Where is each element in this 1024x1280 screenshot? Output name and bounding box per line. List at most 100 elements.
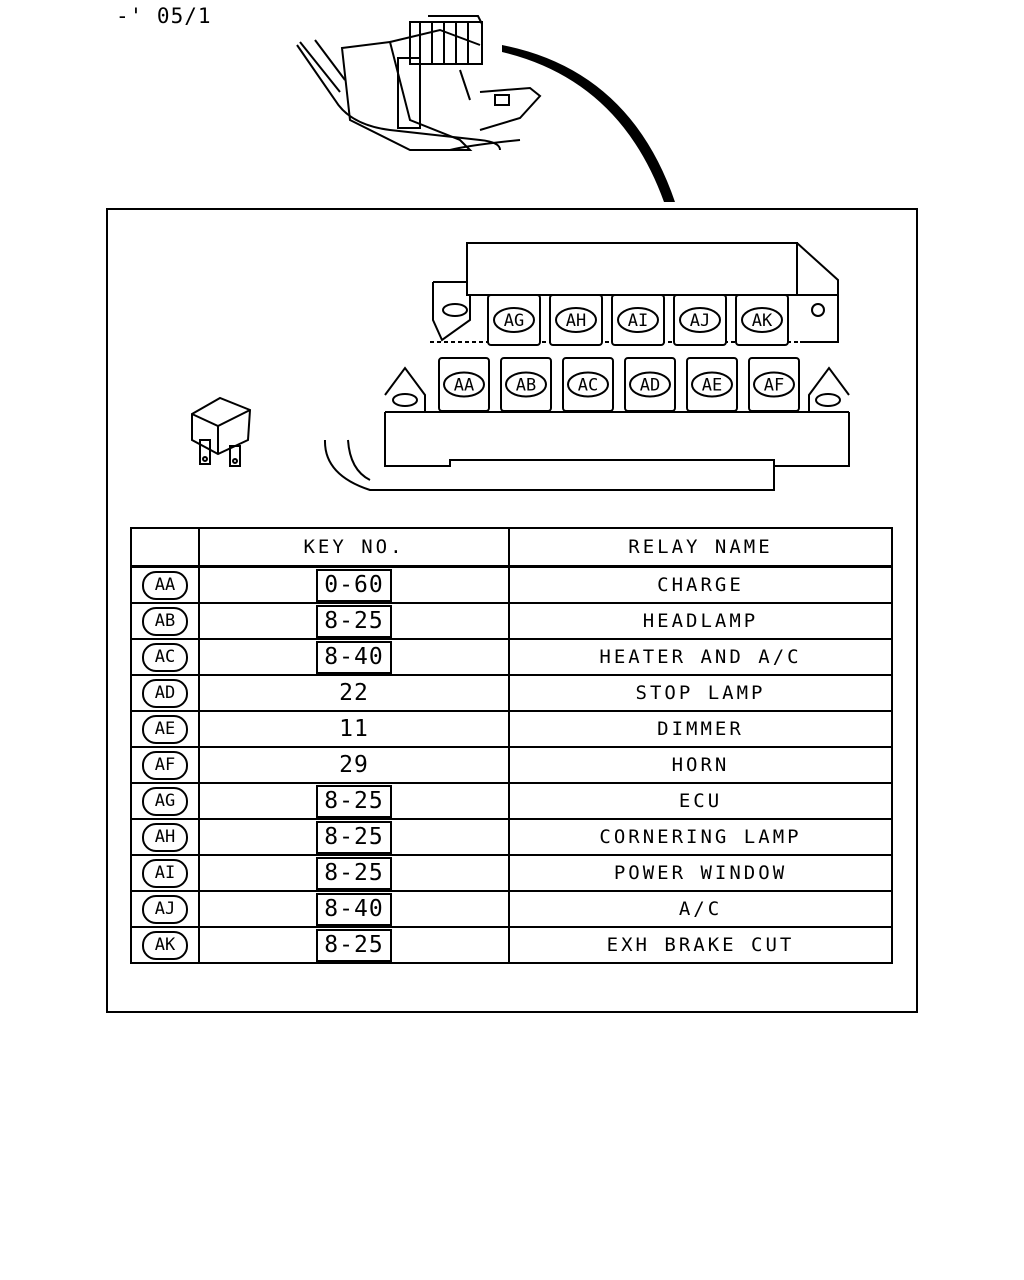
relay-slot: AD [624, 357, 676, 412]
slot-label-oval [555, 307, 597, 333]
key-no: 8-40 [316, 640, 392, 674]
relay-socket [735, 294, 789, 346]
key-no-cell: 0-60 [198, 565, 510, 604]
slot-label: AC [578, 376, 598, 396]
relay-name: POWER WINDOW [613, 862, 788, 884]
relay-id-oval: AA [142, 570, 188, 600]
row-id-cell: AG [130, 782, 200, 820]
row-id-cell: AI [130, 854, 200, 892]
relay-name-cell: CORNERING LAMP [508, 818, 893, 856]
location-sketch [296, 15, 542, 151]
row-id-cell: AF [130, 746, 200, 784]
slot-label-oval [679, 307, 721, 333]
table-row: AA 0-60 CHARGE [130, 565, 893, 604]
relay-id-oval: AD [142, 678, 188, 708]
relay-slot: AG [487, 294, 541, 346]
key-no-cell: 11 [198, 710, 510, 748]
key-no: 8-40 [316, 892, 392, 926]
key-no-cell: 8-25 [198, 602, 510, 640]
key-no-cell: 8-25 [198, 854, 510, 892]
relay-slot: AA [438, 357, 490, 412]
relay-socket [500, 357, 552, 412]
key-no: 8-25 [316, 784, 392, 818]
relay-slot: AH [549, 294, 603, 346]
relay-slot: AF [748, 357, 800, 412]
relay-id-oval: AB [142, 606, 188, 636]
slot-label: AB [516, 376, 536, 396]
row-id-cell: AK [130, 926, 200, 964]
slot-label: AJ [690, 311, 710, 331]
row-id-cell: AH [130, 818, 200, 856]
slot-label-oval [443, 371, 485, 398]
slot-label-oval [493, 307, 535, 333]
relay-socket [562, 357, 614, 412]
slot-label: AE [702, 376, 722, 396]
slot-label: AD [640, 376, 660, 396]
table-row: AC 8-40 HEATER AND A/C [130, 638, 893, 676]
diagram-frame [106, 208, 918, 1013]
slot-label-oval [741, 307, 783, 333]
relay-socket [611, 294, 665, 346]
relay-id-oval: AG [142, 786, 188, 816]
header-relay-name: RELAY NAME [508, 527, 893, 568]
relay-slot: AB [500, 357, 552, 412]
key-no: 11 [339, 716, 369, 742]
slot-label-oval [691, 371, 733, 398]
relay-slot: AK [735, 294, 789, 346]
key-no: 22 [339, 680, 369, 706]
key-no-cell: 8-40 [198, 890, 510, 928]
relay-name-cell: DIMMER [508, 710, 893, 748]
relay-name: STOP LAMP [635, 682, 766, 704]
relay-id-oval: AE [142, 714, 188, 744]
table-row: AG 8-25 ECU [130, 782, 893, 820]
relay-icon [191, 396, 252, 467]
key-no-cell: 22 [198, 674, 510, 712]
relay-name-cell: POWER WINDOW [508, 854, 893, 892]
key-no: 8-25 [316, 820, 392, 854]
slot-label-oval [567, 371, 609, 398]
header-id [130, 527, 200, 568]
relay-name-cell: STOP LAMP [508, 674, 893, 712]
relay-name-cell: CHARGE [508, 565, 893, 604]
slot-label-oval [505, 371, 547, 398]
row-id-cell: AB [130, 602, 200, 640]
table-row: AB 8-25 HEADLAMP [130, 602, 893, 640]
relay-socket [686, 357, 738, 412]
slot-label-oval [617, 307, 659, 333]
row-id-cell: AE [130, 710, 200, 748]
relay-rows: AA 0-60 CHARGE AB 8-25 HEADLAMP AC 8-40 HEATER A… [130, 565, 893, 964]
relay-name: HEADLAMP [642, 610, 759, 632]
key-no-cell: 8-25 [198, 818, 510, 856]
table-row: AH 8-25 CORNERING LAMP [130, 818, 893, 856]
key-no: 29 [339, 752, 369, 778]
row-id-cell: AJ [130, 890, 200, 928]
key-no-cell: 8-25 [198, 782, 510, 820]
relay-socket [438, 357, 490, 412]
slot-label-oval [753, 371, 795, 398]
relay-slot: AE [686, 357, 738, 412]
table-row: AI 8-25 POWER WINDOW [130, 854, 893, 892]
header-key-no: KEY NO. [198, 527, 510, 568]
relay-name: CORNERING LAMP [599, 826, 802, 848]
relay-id-oval: AI [142, 858, 188, 888]
relay-id-oval: AC [142, 642, 188, 672]
relay-name-cell: ECU [508, 782, 893, 820]
relay-socket [748, 357, 800, 412]
key-no: 0-60 [316, 568, 392, 602]
relay-name: CHARGE [657, 574, 744, 596]
relay-name-cell: HEATER AND A/C [508, 638, 893, 676]
page-code: -' 05/1 [116, 4, 212, 28]
key-no: 8-25 [316, 928, 392, 962]
table-header-row: KEY NO. RELAY NAME [130, 527, 893, 568]
relay-name: ECU [678, 790, 723, 812]
row-id-cell: AA [130, 565, 200, 604]
relay-id-oval: AJ [142, 894, 188, 924]
table-row: AD 22 STOP LAMP [130, 674, 893, 712]
relay-socket [487, 294, 541, 346]
